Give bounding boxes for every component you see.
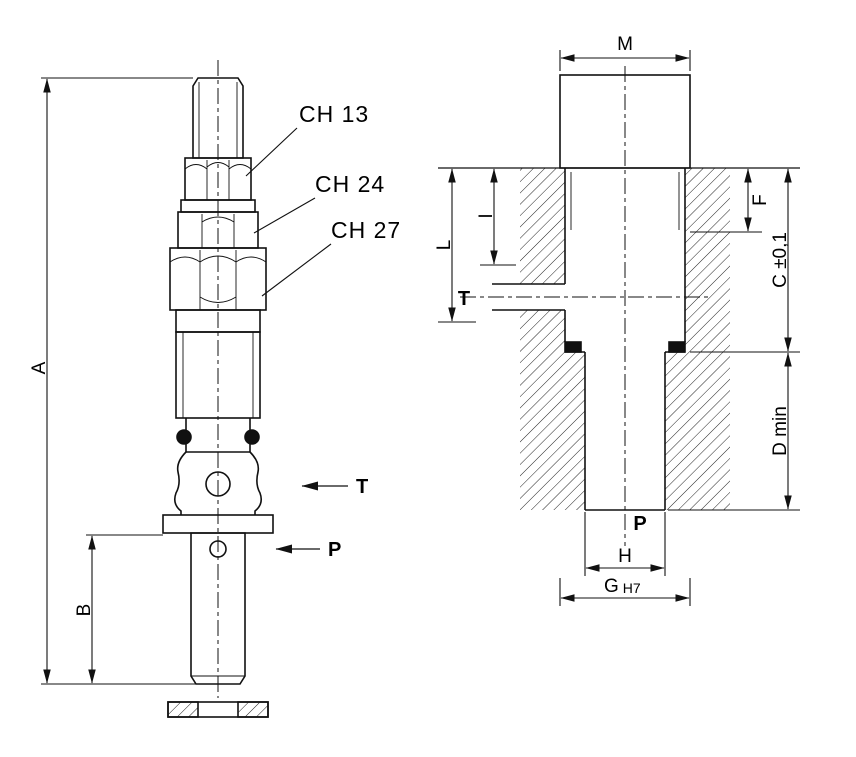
dim-c-label: C ±0,1 (770, 232, 791, 288)
valve-outline (162, 77, 274, 685)
dim-a-label: A (29, 361, 50, 374)
dim-g-letter: G (604, 576, 619, 597)
seal-right (668, 341, 686, 353)
dim-b-label: B (74, 604, 95, 617)
dim-d (668, 352, 800, 511)
dim-i (480, 168, 516, 266)
dim-h-label: H (618, 546, 632, 567)
dim-a (41, 77, 196, 685)
dim-f-label: F (750, 194, 771, 206)
dim-m (559, 50, 691, 71)
dim-d-label: D min (770, 406, 791, 456)
port-arrows (275, 481, 348, 554)
hex-callout-leaders (245, 127, 332, 297)
seal-washer (167, 701, 269, 718)
manifold-hatch (520, 168, 730, 510)
dim-g-tolerance: H7 (623, 580, 641, 596)
cavity-p-label: P (633, 513, 646, 535)
dim-f (690, 168, 762, 233)
right-view: M I L T F C ±0,1 D m (434, 34, 800, 606)
oring-left (176, 429, 192, 445)
dim-h (584, 512, 666, 576)
t-port-hole (205, 471, 231, 497)
seal-left (564, 341, 582, 353)
dim-i-label: I (476, 213, 497, 218)
ch24-label: CH 24 (315, 171, 385, 197)
dim-b (86, 534, 163, 684)
ch13-label: CH 13 (299, 101, 369, 127)
p-port-label: P (328, 539, 341, 561)
dim-c (690, 168, 800, 353)
dim-m-label: M (617, 34, 633, 55)
dim-l (438, 168, 476, 323)
oring-right (244, 429, 260, 445)
t-port-label: T (356, 476, 368, 498)
ch27-label: CH 27 (331, 217, 401, 243)
p-port-hole (209, 540, 227, 558)
dim-l-label: L (434, 240, 455, 251)
left-view: A B CH 13 CH 24 CH 27 T P (29, 60, 401, 718)
cavity-outline (438, 74, 800, 511)
dim-g (559, 578, 691, 606)
cavity-t-label: T (458, 288, 470, 310)
